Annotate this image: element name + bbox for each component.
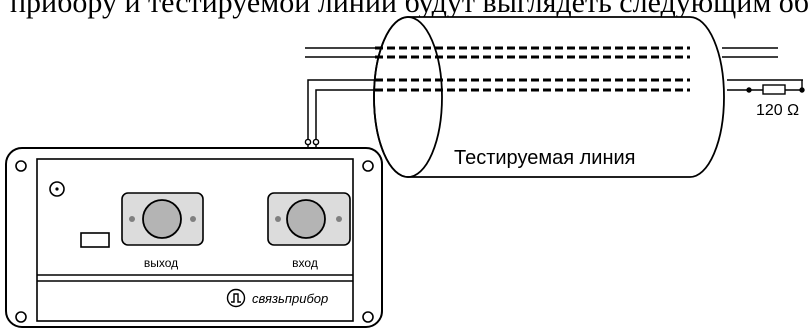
terminator-label: 120 Ω <box>756 102 800 119</box>
header-text: прибору и тестируемой линии будут выгляд… <box>10 0 809 19</box>
input-port[interactable] <box>267 192 351 246</box>
circle-dot-icon <box>49 181 65 197</box>
wire-pair-1 <box>305 46 778 59</box>
input-label: вход <box>292 256 318 270</box>
line-caption: Тестируемая линия <box>454 147 636 169</box>
wire-pair-2 <box>307 78 803 140</box>
mounting-hole-top-left <box>15 160 27 172</box>
mounting-hole-top-right <box>362 160 374 172</box>
brand-name: связьприбор <box>252 290 329 306</box>
device-terminals <box>304 138 320 149</box>
mounting-hole-bottom-left <box>15 311 27 323</box>
terminator-resistor <box>746 80 805 95</box>
mounting-hole-bottom-right <box>362 311 374 323</box>
output-label: выход <box>143 256 179 270</box>
indicator-display <box>80 232 110 248</box>
output-port[interactable] <box>121 192 204 246</box>
brand: связьприбор <box>226 288 328 308</box>
pulse-in-circle-icon <box>226 288 246 308</box>
